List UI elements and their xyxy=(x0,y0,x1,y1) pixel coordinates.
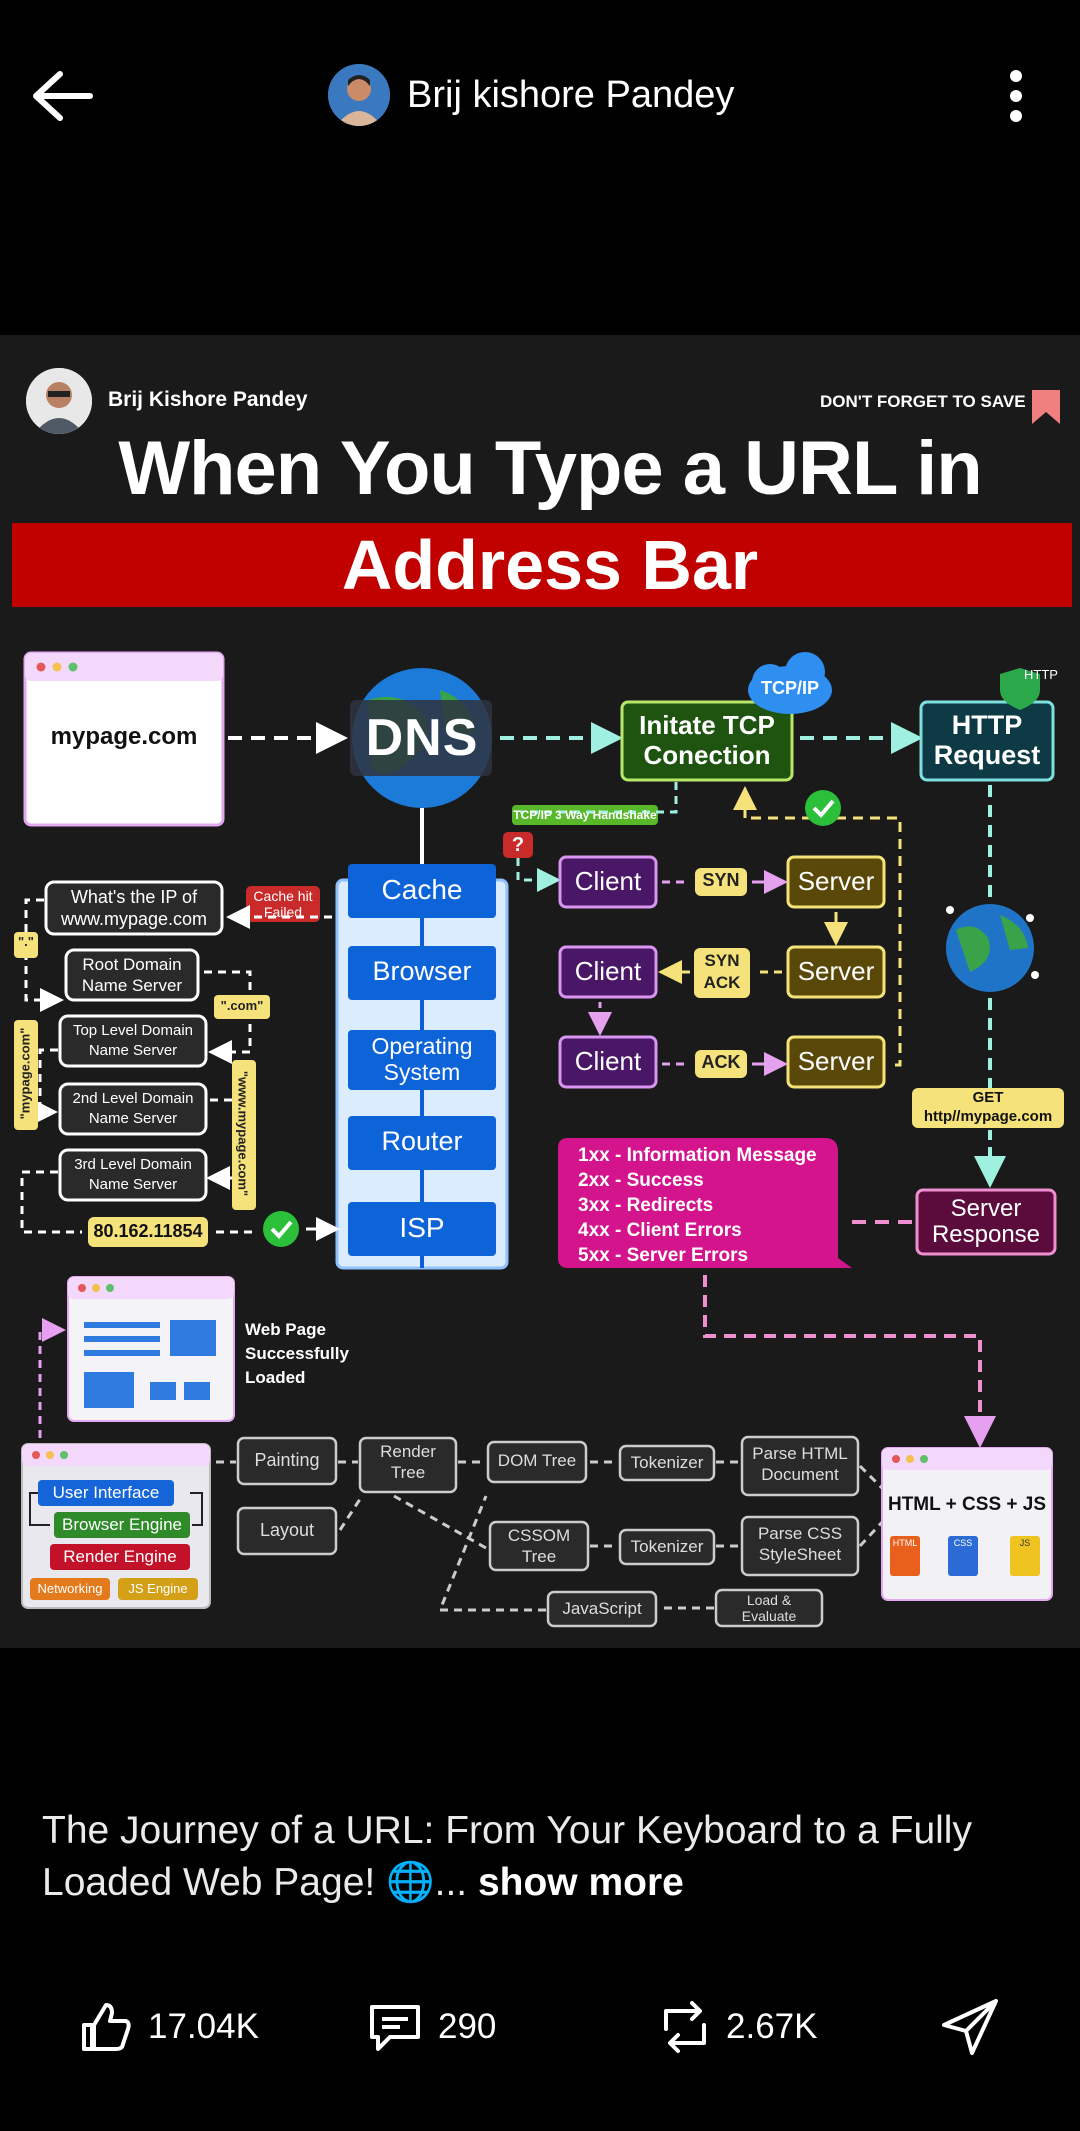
caption-text: The Journey of a URL: From Your Keyboard… xyxy=(42,1809,972,1904)
dom-tree-label: DOM Tree xyxy=(497,1451,577,1470)
more-vertical-icon[interactable] xyxy=(1000,66,1034,126)
comments-count: 290 xyxy=(438,2007,497,2046)
browser-engine-label: Browser Engine xyxy=(61,1515,182,1534)
http-request-box xyxy=(919,700,1055,782)
infographic-title: When You Type a URL in xyxy=(118,426,982,511)
handshake-boxes xyxy=(558,855,886,1089)
repost-button[interactable]: 2.67K xyxy=(658,1992,817,2062)
infographic-subtitle: Address Bar xyxy=(341,526,759,604)
network-globe-icon xyxy=(946,904,1039,992)
like-button[interactable]: 17.04K xyxy=(78,1992,259,2062)
ip-address: 80.162.11854 xyxy=(93,1221,203,1241)
tokenizer-label: Tokenizer xyxy=(630,1453,704,1472)
show-more-link[interactable]: show more xyxy=(467,1861,684,1904)
syn-ack-label: SYN ACK xyxy=(703,951,741,992)
thumbs-up-icon xyxy=(82,2003,131,2051)
quote-com: ".com" xyxy=(220,998,264,1013)
post-caption[interactable]: The Journey of a URL: From Your Keyboard… xyxy=(42,1805,1022,1909)
load-evaluate-label: Load &Evaluate xyxy=(741,1592,797,1624)
server-label: Server xyxy=(797,866,875,896)
author-avatar[interactable] xyxy=(328,64,390,126)
repost-icon xyxy=(664,2001,706,2053)
comment-icon xyxy=(370,2005,420,2051)
server-label: Server xyxy=(797,956,875,986)
tokenizer-label: Tokenizer xyxy=(630,1537,704,1556)
user-interface-label: User Interface xyxy=(52,1483,160,1502)
dns-globe xyxy=(350,668,492,808)
browser-label: Browser xyxy=(372,956,472,986)
client-label: Client xyxy=(574,866,642,896)
comment-button[interactable]: 290 xyxy=(366,1992,496,2062)
shield-icon xyxy=(1000,668,1040,710)
syn-label: SYN xyxy=(702,870,740,890)
url-text: mypage.com xyxy=(50,723,198,750)
infographic-author: Brij Kishore Pandey xyxy=(108,388,308,411)
os-label: Operating System xyxy=(371,1033,473,1085)
layout-label: Layout xyxy=(259,1520,315,1540)
tcp-box xyxy=(620,700,794,782)
question-icon: ? xyxy=(511,834,525,856)
dns-label: DNS xyxy=(365,709,479,767)
files-title: HTML + CSS + JS xyxy=(887,1494,1047,1515)
quote-www: "www.mypage.com" xyxy=(235,1070,251,1197)
send-icon xyxy=(942,1999,998,2055)
quote-dot: "." xyxy=(18,934,34,949)
reposts-count: 2.67K xyxy=(726,2007,818,2046)
send-button[interactable] xyxy=(940,1992,1000,2062)
http-badge: HTTP xyxy=(1024,667,1058,682)
html-file-icon: HTML xyxy=(892,1538,918,1548)
author-name[interactable]: Brij kishore Pandey xyxy=(407,74,735,116)
handshake-label: TCP/IP 3 Way Handshake xyxy=(513,808,657,822)
title-banner xyxy=(12,523,1072,607)
save-reminder: DON'T FORGET TO SAVE xyxy=(820,392,1026,411)
tcpip-label: TCP/IP xyxy=(760,678,819,698)
css-file-icon: CSS xyxy=(953,1538,973,1548)
quote-mypage: "mypage.com" xyxy=(17,1027,33,1120)
js-engine-label: JS Engine xyxy=(128,1581,188,1596)
cache-label: Cache xyxy=(381,874,463,905)
bookmark-icon xyxy=(1032,390,1060,424)
url-window xyxy=(23,651,225,827)
router-label: Router xyxy=(381,1126,463,1156)
networking-label: Networking xyxy=(37,1581,103,1596)
status-codes: 1xx - Information Message 2xx - Success … xyxy=(578,1145,817,1266)
client-label: Client xyxy=(574,956,642,986)
ack-label: ACK xyxy=(701,1052,741,1072)
painting-label: Painting xyxy=(254,1450,320,1470)
isp-label: ISP xyxy=(399,1212,445,1243)
render-engine-label: Render Engine xyxy=(63,1547,177,1566)
server-label: Server xyxy=(797,1046,875,1076)
url-flow-diagram xyxy=(14,651,1064,1628)
client-label: Client xyxy=(574,1046,642,1076)
caption-ellipsis: ... xyxy=(434,1861,468,1904)
javascript-label: JavaScript xyxy=(562,1599,642,1618)
cloud-icon xyxy=(748,652,832,714)
infographic-author-avatar xyxy=(26,368,92,434)
likes-count: 17.04K xyxy=(148,2007,259,2046)
js-file-icon: JS xyxy=(1019,1538,1031,1548)
arrow-left-icon[interactable] xyxy=(30,68,96,124)
